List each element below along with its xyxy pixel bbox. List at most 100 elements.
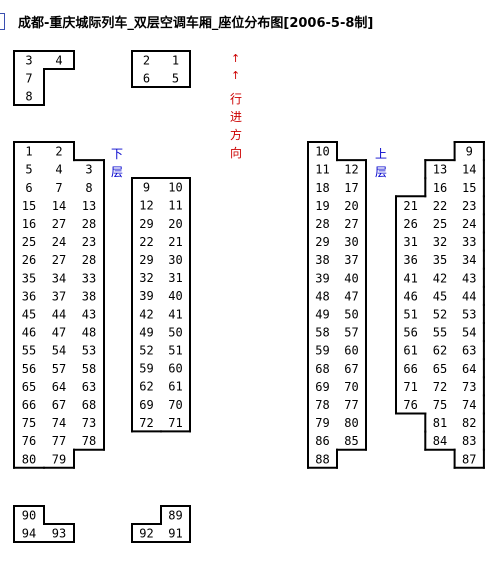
seat-number: 40 bbox=[344, 271, 358, 285]
seat-cell bbox=[425, 341, 455, 360]
seat-number: 37 bbox=[52, 289, 66, 303]
seat-number: 36 bbox=[22, 289, 36, 303]
seat-number: 66 bbox=[403, 362, 417, 376]
seat-cell bbox=[132, 395, 161, 414]
seat-number: 2 bbox=[55, 145, 62, 159]
seat-cell bbox=[132, 322, 161, 341]
seat-number: 30 bbox=[344, 235, 358, 249]
seat-cell bbox=[396, 232, 426, 251]
seat-cell bbox=[14, 87, 44, 105]
seat-cell bbox=[14, 142, 44, 161]
seat-number: 36 bbox=[403, 253, 417, 267]
seat-number: 69 bbox=[139, 398, 153, 412]
seat-cell bbox=[425, 178, 455, 197]
seat-cell bbox=[454, 359, 484, 378]
seat-number: 53 bbox=[462, 307, 476, 321]
seat-cell bbox=[396, 250, 426, 269]
seat-cell bbox=[44, 160, 74, 179]
seat-number: 51 bbox=[168, 343, 182, 357]
seat-cell bbox=[337, 268, 366, 287]
seat-number: 22 bbox=[433, 199, 447, 213]
seat-number: 47 bbox=[52, 326, 66, 340]
seat-cell bbox=[14, 449, 44, 468]
seat-cell bbox=[74, 341, 104, 360]
seat-block-outline bbox=[131, 505, 191, 543]
seat-cell bbox=[44, 304, 74, 323]
seat-cell bbox=[44, 250, 74, 269]
seat-cell bbox=[132, 340, 161, 359]
seat-block-outline bbox=[131, 177, 191, 433]
seat-cell bbox=[396, 268, 426, 287]
seat-number: 75 bbox=[433, 398, 447, 412]
seat-number: 6 bbox=[25, 181, 32, 195]
seat-cell bbox=[454, 431, 484, 450]
seat-block-outline bbox=[307, 141, 367, 469]
seat-number: 62 bbox=[433, 344, 447, 358]
seat-number: 8 bbox=[85, 181, 92, 195]
seat-cell bbox=[337, 341, 366, 360]
seat-cell bbox=[454, 214, 484, 233]
seat-cell bbox=[425, 323, 455, 342]
seat-cell bbox=[14, 524, 44, 542]
seat-number: 40 bbox=[168, 289, 182, 303]
seat-number: 15 bbox=[22, 199, 36, 213]
seat-number: 54 bbox=[462, 326, 476, 340]
seat-number: 64 bbox=[52, 380, 66, 394]
seat-number: 56 bbox=[22, 362, 36, 376]
seat-cell bbox=[74, 304, 104, 323]
seat-cell bbox=[425, 286, 455, 305]
seat-number: 73 bbox=[462, 380, 476, 394]
seat-cell bbox=[132, 377, 161, 396]
seat-cell bbox=[337, 413, 366, 432]
seat-number: 94 bbox=[22, 527, 36, 541]
seat-number: 33 bbox=[462, 235, 476, 249]
seat-number: 14 bbox=[462, 163, 476, 177]
seat-number: 24 bbox=[52, 235, 66, 249]
seat-number: 10 bbox=[315, 145, 329, 159]
seat-number: 47 bbox=[344, 289, 358, 303]
seat-cell bbox=[308, 160, 337, 179]
seat-cell bbox=[396, 304, 426, 323]
seat-number: 71 bbox=[403, 380, 417, 394]
seat-number: 7 bbox=[25, 72, 32, 86]
seat-number: 80 bbox=[22, 452, 36, 466]
seat-cell bbox=[425, 196, 455, 215]
direction-arrow-icon: ↑ bbox=[231, 52, 241, 65]
seat-block-outline bbox=[395, 141, 485, 469]
seat-number: 35 bbox=[433, 253, 447, 267]
seat-number: 72 bbox=[433, 380, 447, 394]
seat-cell bbox=[425, 377, 455, 396]
seat-cell bbox=[132, 250, 161, 269]
page-title: 成都-重庆城际列车_双层空调车厢_座位分布图[2006-5-8制] bbox=[18, 16, 374, 31]
seat-cell bbox=[425, 268, 455, 287]
seat-cell bbox=[132, 359, 161, 378]
upper-deck-label: 上层 bbox=[374, 147, 387, 179]
seat-cell bbox=[14, 506, 44, 524]
seat-cell bbox=[74, 286, 104, 305]
seat-number: 46 bbox=[22, 326, 36, 340]
seat-cell bbox=[132, 304, 161, 323]
seat-number: 31 bbox=[403, 235, 417, 249]
seat-cell bbox=[161, 506, 190, 524]
seat-number: 20 bbox=[168, 217, 182, 231]
seat-cell bbox=[308, 178, 337, 197]
seat-cell bbox=[161, 304, 190, 323]
seat-number: 23 bbox=[462, 199, 476, 213]
seat-cell bbox=[308, 268, 337, 287]
seat-number: 61 bbox=[403, 344, 417, 358]
seat-cell bbox=[454, 413, 484, 432]
seat-number: 75 bbox=[22, 416, 36, 430]
seat-cell bbox=[74, 178, 104, 197]
seat-number: 92 bbox=[139, 527, 153, 541]
seat-number: 45 bbox=[433, 289, 447, 303]
seat-cell bbox=[308, 196, 337, 215]
seat-number: 57 bbox=[52, 362, 66, 376]
seat-number: 84 bbox=[433, 434, 447, 448]
seat-number: 60 bbox=[344, 344, 358, 358]
seat-number: 85 bbox=[344, 434, 358, 448]
seat-number: 4 bbox=[55, 54, 62, 68]
seat-number: 50 bbox=[168, 325, 182, 339]
seat-cell bbox=[308, 232, 337, 251]
seat-number: 48 bbox=[82, 326, 96, 340]
